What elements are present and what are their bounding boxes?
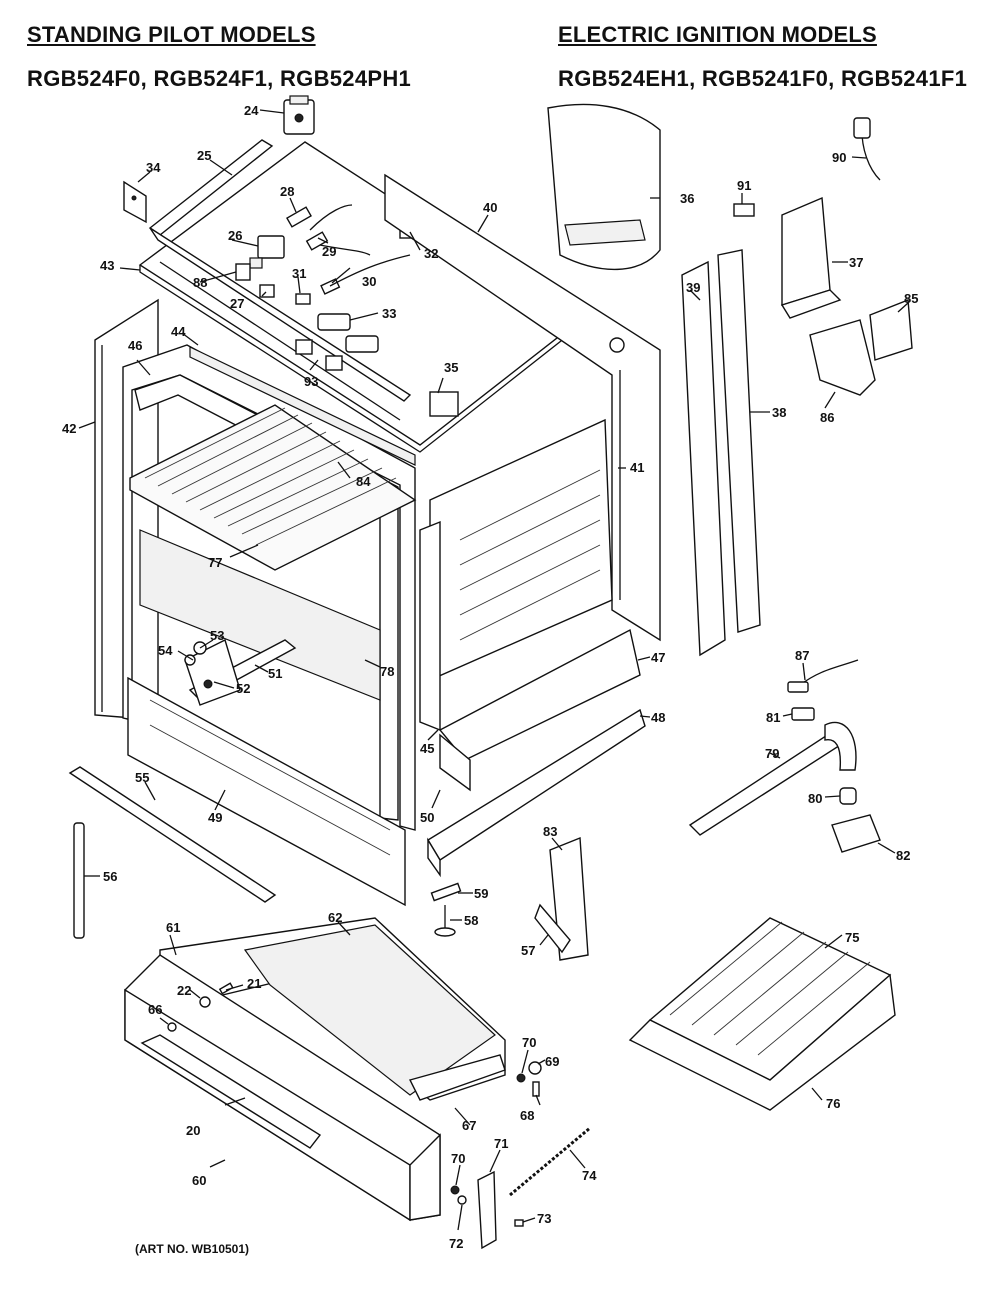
broiler-trays [438, 628, 641, 792]
part-label: 46 [128, 338, 142, 353]
part-label: 79 [765, 746, 779, 761]
thermostat [249, 235, 285, 269]
part-label: 52 [236, 681, 250, 696]
part-label: 66 [148, 1002, 162, 1017]
part-label: 69 [545, 1054, 559, 1069]
part-label: 43 [100, 258, 114, 273]
part-label: 60 [192, 1173, 206, 1188]
lower-rail [427, 708, 646, 878]
part-label: 78 [380, 664, 394, 679]
part-label: 88 [193, 275, 207, 290]
part-label: 50 [420, 810, 434, 825]
storage-drawer [124, 917, 506, 1222]
part-label: 26 [228, 228, 242, 243]
part-label: 68 [520, 1108, 534, 1123]
part-label: 54 [158, 643, 173, 658]
part-label: 21 [247, 976, 261, 991]
part-number-labels: 20 21 22 24 25 26 27 28 29 30 31 32 33 3… [62, 103, 918, 1251]
part-label: 57 [521, 943, 535, 958]
part-label: 91 [737, 178, 751, 193]
part-label: 62 [328, 910, 342, 925]
part-label: 85 [904, 291, 918, 306]
part-label: 48 [651, 710, 665, 725]
side-bracket [123, 180, 147, 224]
door-hinge [430, 836, 589, 961]
part-label: 42 [62, 421, 76, 436]
part-label: 32 [424, 246, 438, 261]
part-label: 49 [208, 810, 222, 825]
right-section-title: ELECTRIC IGNITION MODELS [558, 22, 877, 47]
part-label: 61 [166, 920, 180, 935]
part-label: 37 [849, 255, 863, 270]
right-side-panels [384, 173, 661, 732]
trim-pieces [68, 766, 277, 939]
part-label: 72 [449, 1236, 463, 1251]
part-label: 71 [494, 1136, 508, 1151]
part-label: 74 [582, 1168, 597, 1183]
part-label: 34 [146, 160, 161, 175]
oven-rack [129, 404, 417, 571]
part-label: 53 [210, 628, 224, 643]
part-label: 24 [244, 103, 259, 118]
part-label: 83 [543, 824, 557, 839]
igniter-and-pilot [688, 659, 881, 853]
part-label: 39 [686, 280, 700, 295]
part-label: 56 [103, 869, 117, 884]
left-model-list: RGB524F0, RGB524F1, RGB524PH1 [27, 66, 412, 91]
part-label: 25 [197, 148, 211, 163]
side-trim-strips [681, 249, 761, 657]
part-label: 67 [462, 1118, 476, 1133]
part-label: 36 [680, 191, 694, 206]
part-label: 31 [292, 266, 306, 281]
part-label: 28 [280, 184, 294, 199]
drawer-slides [408, 1054, 591, 1250]
part-label: 38 [772, 405, 786, 420]
part-label: 81 [766, 710, 780, 725]
art-number: (ART NO. WB10501) [135, 1242, 250, 1256]
heat-shield [547, 103, 661, 271]
part-label: 82 [896, 848, 910, 863]
part-label: 80 [808, 791, 822, 806]
leader-lines [78, 109, 909, 1231]
part-label: 45 [420, 741, 434, 756]
part-label: 90 [832, 150, 846, 165]
pressure-regulator [283, 95, 315, 135]
part-label: 59 [474, 886, 488, 901]
oven-body [94, 298, 417, 831]
part-label: 51 [268, 666, 282, 681]
part-label: 70 [522, 1035, 536, 1050]
left-section-title: STANDING PILOT MODELS [27, 22, 316, 47]
part-label: 77 [208, 555, 222, 570]
part-label: 44 [171, 324, 186, 339]
part-label: 58 [464, 913, 478, 928]
part-label: 87 [795, 648, 809, 663]
broiler-pan-base [628, 973, 896, 1111]
part-label: 75 [845, 930, 859, 945]
part-label: 35 [444, 360, 458, 375]
part-label: 33 [382, 306, 396, 321]
part-label: 20 [186, 1123, 200, 1138]
front-bottom-panel [127, 676, 406, 907]
part-label: 76 [826, 1096, 840, 1111]
part-label: 41 [630, 460, 644, 475]
part-label: 47 [651, 650, 665, 665]
part-label: 40 [483, 200, 497, 215]
manifold-tube [148, 139, 412, 402]
part-label: 70 [451, 1151, 465, 1166]
part-label: 29 [322, 244, 336, 259]
part-label: 22 [177, 983, 191, 998]
part-label: 30 [362, 274, 376, 289]
burner-valves [235, 204, 459, 417]
part-label: 55 [135, 770, 149, 785]
ignition-module-cover [780, 196, 842, 319]
part-label: 84 [356, 474, 371, 489]
part-label: 86 [820, 410, 834, 425]
spark-module [733, 117, 913, 396]
right-model-list: RGB524EH1, RGB5241F0, RGB5241F1 [558, 66, 968, 91]
part-label: 27 [230, 296, 244, 311]
part-label: 93 [304, 374, 318, 389]
part-label: 73 [537, 1211, 551, 1226]
